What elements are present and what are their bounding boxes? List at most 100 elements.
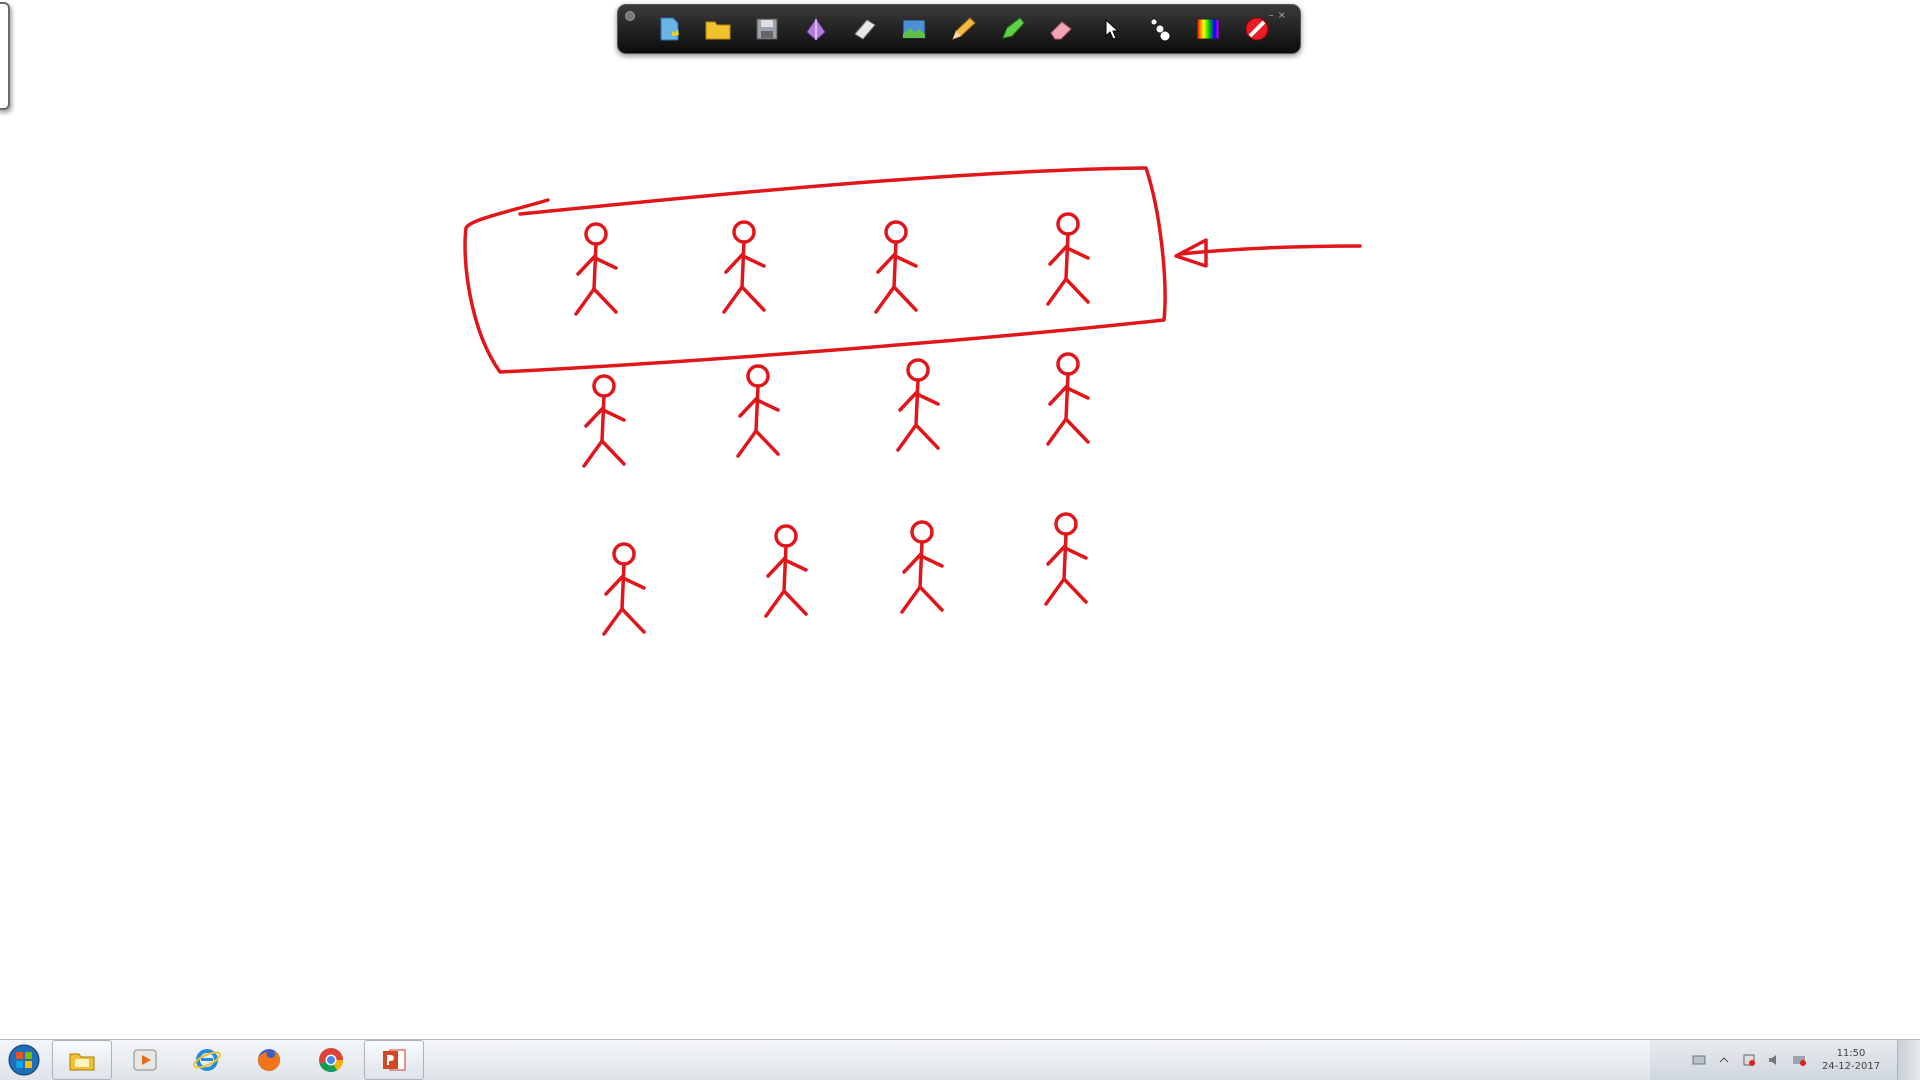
volume-icon[interactable]: [1766, 1052, 1782, 1068]
drawing-canvas[interactable]: [0, 0, 1920, 1040]
stick-figure: [874, 220, 918, 314]
stick-figure: [736, 364, 780, 458]
network-icon[interactable]: [1691, 1052, 1707, 1068]
open-folder-icon[interactable]: [693, 9, 742, 49]
new-page-icon[interactable]: [644, 9, 693, 49]
stick-figure: [900, 520, 944, 614]
side-panel-handle[interactable]: [0, 2, 10, 110]
pointer-icon[interactable]: [1085, 9, 1134, 49]
media-player-icon[interactable]: [116, 1041, 174, 1079]
stick-figure-limb: [900, 585, 922, 614]
stick-figure-head: [884, 220, 908, 244]
stick-figure-limb: [1048, 244, 1069, 266]
stick-figure-limb: [604, 574, 625, 596]
enclosing-box-stroke: [463, 166, 1167, 374]
file-explorer-icon[interactable]: [52, 1040, 112, 1080]
stick-figure: [1046, 212, 1090, 306]
stick-figure-limb: [740, 240, 746, 289]
stick-figure-head: [592, 374, 616, 398]
stick-figure-limb: [764, 589, 786, 618]
eraser-icon[interactable]: [1036, 9, 1085, 49]
stick-figure-head: [746, 364, 770, 388]
stick-figure: [896, 358, 940, 452]
clock[interactable]: 11:50 24-12-2017: [1816, 1047, 1886, 1073]
stick-figure-head: [1056, 352, 1080, 376]
toolbar-grip[interactable]: [625, 11, 635, 21]
stick-figure-limb: [1063, 546, 1088, 560]
pencil-icon[interactable]: [938, 9, 987, 49]
highlighter-icon[interactable]: [987, 9, 1036, 49]
stick-figure-limb: [1046, 277, 1068, 306]
taskbar: 11:50 24-12-2017: [0, 1039, 1920, 1080]
color-palette-icon[interactable]: [1183, 9, 1232, 49]
capture-area-icon[interactable]: [840, 9, 889, 49]
stick-figure-limb: [1044, 577, 1066, 606]
stick-figure-limb: [592, 287, 618, 314]
stick-figure-limb: [574, 287, 596, 316]
stick-figure-limb: [1064, 277, 1090, 304]
stick-figure-limb: [724, 252, 745, 274]
stick-figure-limb: [1065, 386, 1090, 400]
stick-figure-limb: [601, 408, 626, 422]
toolbar-window-buttons[interactable]: –×: [1268, 10, 1290, 21]
stick-figure-limb: [1064, 417, 1090, 444]
stick-figure-limb: [584, 406, 605, 428]
powerpoint-icon[interactable]: [364, 1040, 424, 1080]
stick-figure-limb: [1065, 246, 1090, 260]
stick-figure-limb: [918, 585, 944, 612]
stick-figure-head: [910, 520, 934, 544]
stick-figure-head: [774, 524, 798, 548]
chrome-icon[interactable]: [302, 1041, 360, 1079]
stick-figure: [722, 220, 766, 314]
stick-figure-limb: [741, 254, 766, 268]
stick-figure-limb: [593, 256, 618, 270]
stick-figure-limb: [620, 607, 646, 634]
stick-figure-limb: [600, 394, 606, 443]
stick-figure-limb: [602, 607, 624, 636]
stick-figure-limb: [621, 576, 646, 590]
stick-figure-head: [1054, 512, 1078, 536]
stick-figure-limb: [600, 439, 626, 466]
stick-figure: [1046, 352, 1090, 446]
stick-figure-limb: [919, 554, 944, 568]
stick-figure-limb: [755, 398, 780, 412]
start-button[interactable]: [0, 1040, 48, 1080]
stick-figure-limb: [1064, 372, 1070, 421]
clock-time: 11:50: [1836, 1048, 1866, 1059]
save-icon[interactable]: [742, 9, 791, 49]
stick-figure-limb: [898, 390, 919, 412]
stick-figure-limb: [754, 384, 760, 433]
stick-figure-limb: [915, 392, 940, 406]
stick-figure-limb: [592, 242, 598, 291]
windows-orb-icon: [8, 1044, 40, 1076]
stick-figure-limb: [722, 285, 744, 314]
show-desktop-button[interactable]: [1897, 1040, 1920, 1080]
stick-figure-limb: [1062, 577, 1088, 604]
stick-figure-limb: [892, 285, 918, 312]
stick-figure-limb: [893, 254, 918, 268]
stick-figure: [764, 524, 808, 618]
stick-figure-limb: [1064, 232, 1070, 281]
internet-explorer-icon[interactable]: [178, 1041, 236, 1079]
stick-figure-limb: [738, 396, 759, 418]
arrow-head: [1174, 238, 1208, 268]
stick-figure-limb: [620, 562, 626, 611]
stick-figure-limb: [576, 254, 597, 276]
background-image-icon[interactable]: [889, 9, 938, 49]
stick-figure-limb: [914, 423, 940, 450]
action-center-icon[interactable]: [1741, 1052, 1757, 1068]
stick-figure-limb: [892, 240, 898, 289]
arrow-shaft: [1178, 244, 1362, 256]
capture-icon[interactable]: [791, 9, 840, 49]
firefox-icon[interactable]: [240, 1041, 298, 1079]
show-hidden-icons-icon[interactable]: [1716, 1052, 1732, 1068]
annotation-toolbar: –×: [617, 4, 1301, 54]
network-status-icon[interactable]: [1791, 1052, 1807, 1068]
stick-figure-limb: [914, 378, 920, 427]
close-icon[interactable]: [1232, 9, 1281, 49]
stick-figure-limb: [740, 285, 766, 312]
stick-figure-limb: [782, 589, 808, 616]
stick-figure: [1044, 512, 1088, 606]
pen-size-icon[interactable]: [1134, 9, 1183, 49]
stick-figure-limb: [736, 429, 758, 458]
